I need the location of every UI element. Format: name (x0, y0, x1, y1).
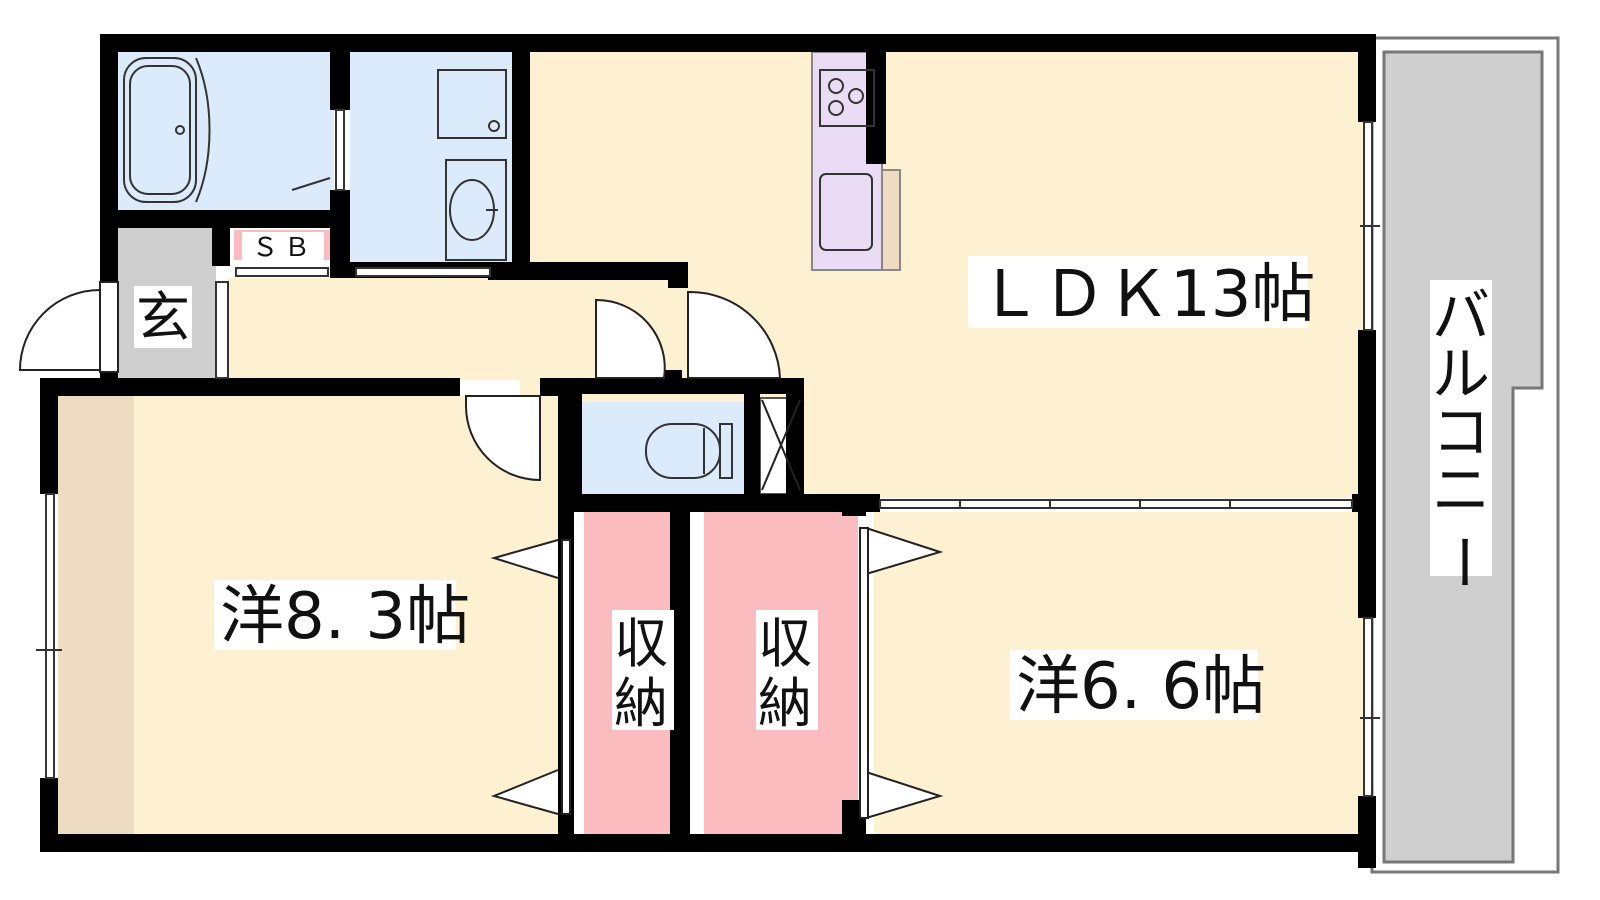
stove (819, 69, 875, 127)
door-swings (18, 281, 944, 819)
western-a-label-bg (214, 580, 456, 650)
storage-b-label-1: 収 (758, 612, 812, 675)
balcony-label-5: ー (1429, 533, 1497, 591)
windows (36, 109, 1380, 797)
entrance-label-bg (134, 286, 192, 348)
western-b-label: 洋6. 6帖 (1016, 650, 1266, 724)
balcony-label-2: ル (1432, 340, 1490, 408)
washing-machine (437, 69, 507, 139)
walls (40, 34, 1376, 868)
toilet-floor (582, 402, 744, 494)
ldk-label: ＬＤＫ13帖 (978, 258, 1315, 332)
storage-a-label-1: 収 (614, 612, 668, 675)
ldk-label-bg (968, 256, 1308, 328)
shoe-box-label-bg (242, 232, 324, 260)
shoe-box-label: ＳＢ (252, 233, 316, 263)
storage-a-label-2: 納 (614, 672, 668, 735)
storage-a-label-bg (612, 610, 674, 730)
kitchen-sink (819, 173, 873, 251)
western-a-closet-strip (58, 396, 134, 834)
western-a-label: 洋8. 3帖 (220, 580, 470, 654)
storage-b-label-2: 納 (758, 672, 812, 735)
balcony-label-4: ニ (1432, 456, 1490, 524)
kitchen-side-panel (881, 169, 901, 271)
fixtures (123, 57, 875, 479)
labels: ＬＤＫ13帖 洋8. 3帖 洋6. 6帖 収 納 収 納 玄 ＳＢ バ ル コ … (134, 232, 1497, 735)
room-fills (58, 36, 1560, 874)
western-b-label-bg (1010, 650, 1258, 720)
wash-basin (445, 159, 507, 261)
storage-b-label-bg (756, 610, 818, 730)
balcony-label-bg (1430, 280, 1492, 576)
balcony-label-1: バ (1432, 282, 1490, 350)
balcony-label-3: コ (1432, 398, 1490, 466)
bathtub (123, 57, 197, 203)
entrance-label: 玄 (136, 286, 190, 349)
